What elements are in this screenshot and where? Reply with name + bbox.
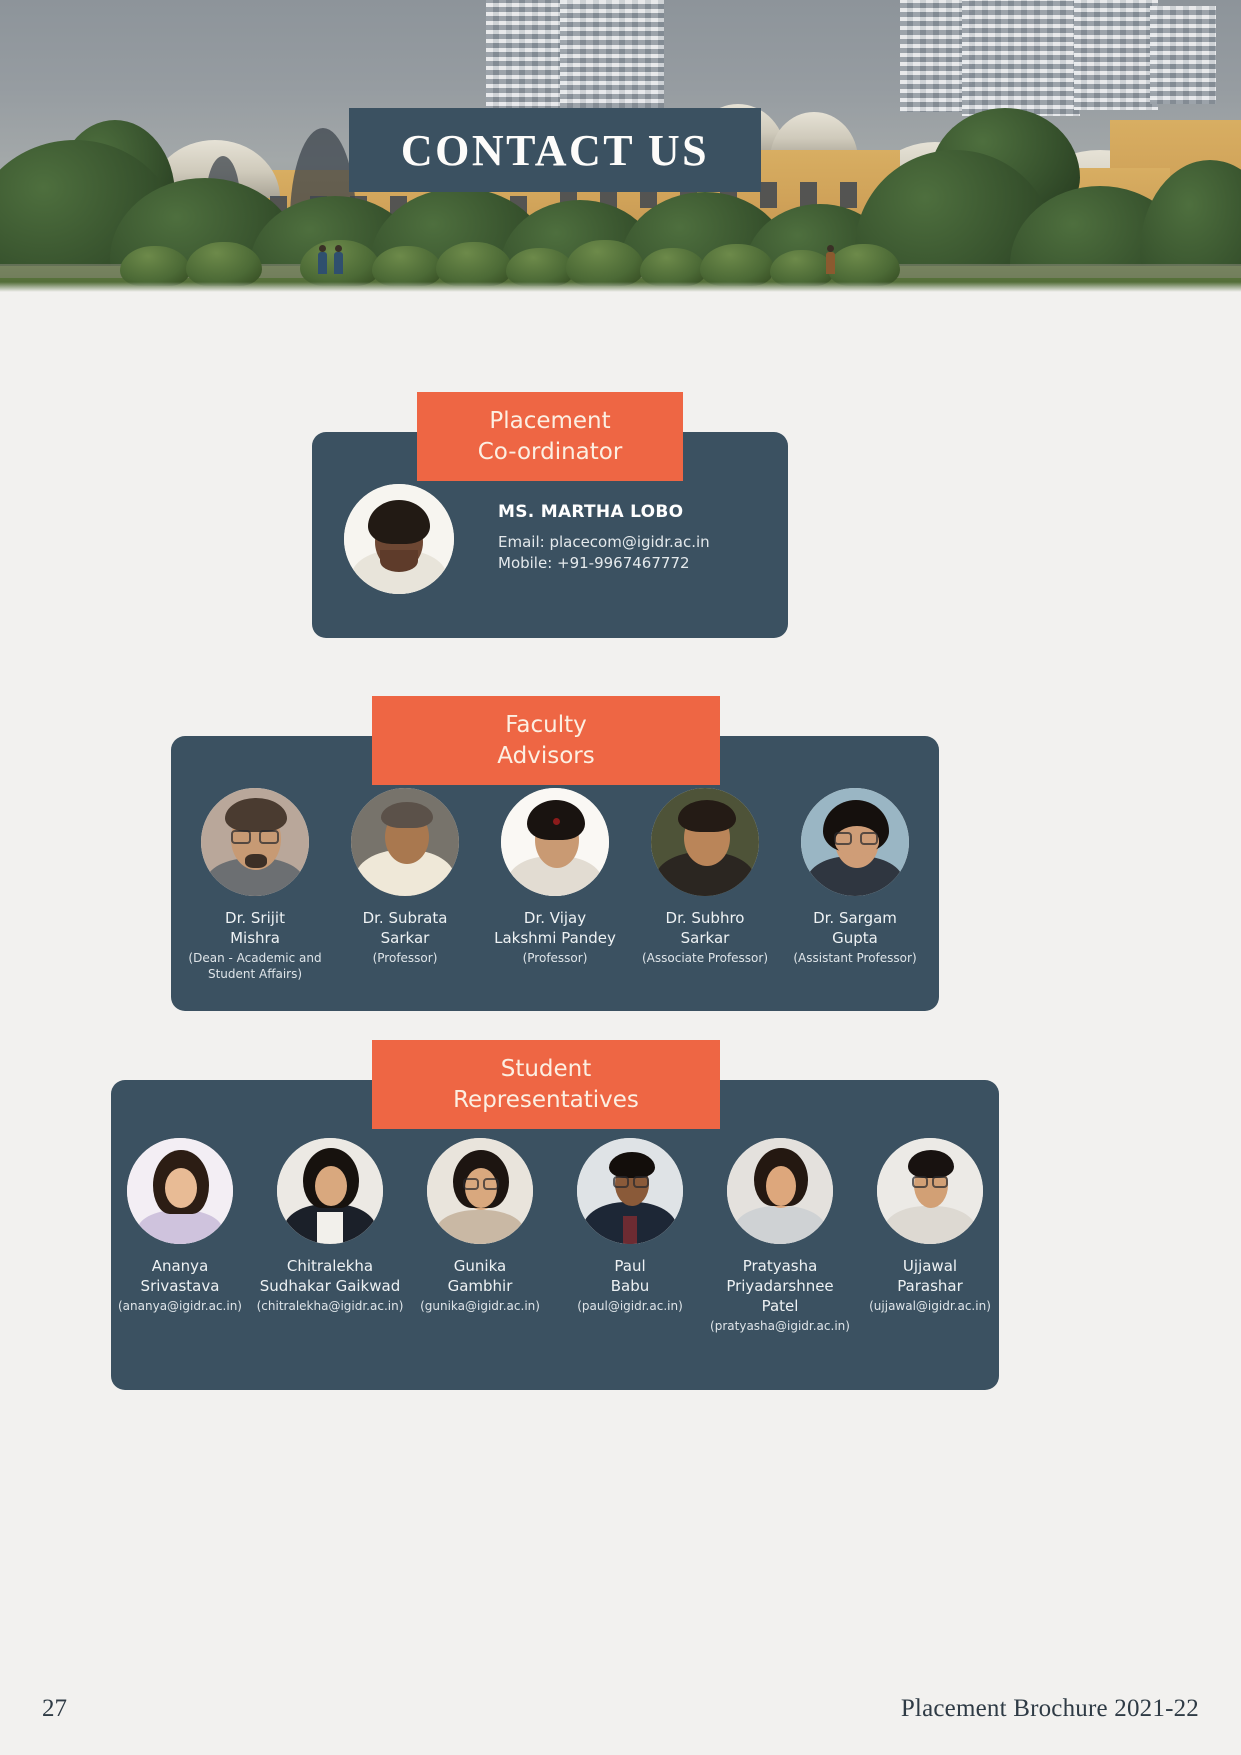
shrub bbox=[436, 242, 512, 286]
avatar bbox=[801, 788, 909, 896]
student-representative-name: Pratyasha Priyadarshnee Patel bbox=[726, 1257, 834, 1315]
avatar bbox=[501, 788, 609, 896]
hero-fade bbox=[0, 282, 1241, 292]
shrub bbox=[186, 242, 262, 286]
faculty-advisor-item: Dr. Sargam Gupta (Assistant Professor) bbox=[786, 788, 924, 982]
avatar bbox=[727, 1138, 833, 1244]
person-figure bbox=[334, 245, 343, 274]
student-representative-item: Gunika Gambhir (gunika@igidr.ac.in) bbox=[406, 1138, 554, 1334]
shrub bbox=[828, 244, 900, 286]
student-representative-email: (ananya@igidr.ac.in) bbox=[118, 1299, 242, 1313]
faculty-advisor-role: (Professor) bbox=[372, 951, 438, 965]
page-header-banner: CONTACT US bbox=[0, 0, 1241, 292]
student-representative-email: (paul@igidr.ac.in) bbox=[577, 1299, 683, 1313]
page-number: 27 bbox=[42, 1695, 67, 1722]
faculty-advisor-item: Dr. Srijit Mishra (Dean - Academic and S… bbox=[186, 788, 324, 982]
shrub bbox=[372, 246, 442, 286]
avatar bbox=[201, 788, 309, 896]
student-representative-name: Ujjawal Parashar bbox=[897, 1257, 963, 1295]
student-representative-email: (pratyasha@igidr.ac.in) bbox=[710, 1319, 850, 1333]
highrise-tower bbox=[962, 0, 1080, 116]
highrise-tower bbox=[1074, 0, 1158, 110]
student-representative-item: Chitralekha Sudhakar Gaikwad (chitralekh… bbox=[256, 1138, 404, 1334]
faculty-advisor-role: (Professor) bbox=[522, 951, 588, 965]
shrub bbox=[566, 240, 644, 286]
faculty-advisors-list: Dr. Srijit Mishra (Dean - Academic and S… bbox=[171, 788, 939, 982]
placement-coordinator-section: Placement Co-ordinator MS. MARTHA LOBO E… bbox=[0, 392, 1241, 652]
avatar bbox=[427, 1138, 533, 1244]
student-representative-email: (ujjawal@igidr.ac.in) bbox=[869, 1299, 991, 1313]
student-representative-name: Chitralekha Sudhakar Gaikwad bbox=[259, 1257, 401, 1295]
student-representative-email: (gunika@igidr.ac.in) bbox=[420, 1299, 540, 1313]
faculty-advisors-section: Faculty Advisors Dr. Srijit Mishra (Dean… bbox=[0, 696, 1241, 1026]
student-representative-name: Paul Babu bbox=[610, 1257, 650, 1295]
avatar bbox=[577, 1138, 683, 1244]
coordinator-email: Email: placecom@igidr.ac.in bbox=[498, 533, 710, 551]
shrub bbox=[770, 250, 834, 286]
faculty-advisor-name: Dr. Vijay Lakshmi Pandey bbox=[494, 909, 616, 947]
faculty-advisor-name: Dr. Sargam Gupta bbox=[813, 909, 897, 947]
faculty-advisor-role: (Dean - Academic and Student Affairs) bbox=[188, 951, 322, 981]
shrub bbox=[700, 244, 774, 286]
coordinator-name: MS. MARTHA LOBO bbox=[498, 502, 684, 522]
faculty-advisor-name: Dr. Subrata Sarkar bbox=[362, 909, 448, 947]
faculty-advisor-name: Dr. Subhro Sarkar bbox=[665, 909, 745, 947]
highrise-tower bbox=[900, 0, 972, 112]
faculty-advisor-item: Dr. Subhro Sarkar (Associate Professor) bbox=[636, 788, 774, 982]
page-title-plate: CONTACT US bbox=[349, 108, 761, 192]
avatar bbox=[344, 484, 454, 594]
avatar bbox=[277, 1138, 383, 1244]
faculty-advisor-item: Dr. Vijay Lakshmi Pandey (Professor) bbox=[486, 788, 624, 982]
student-representative-item: Pratyasha Priyadarshnee Patel (pratyasha… bbox=[706, 1138, 854, 1334]
student-representative-item: Ananya Srivastava (ananya@igidr.ac.in) bbox=[106, 1138, 254, 1334]
faculty-advisor-item: Dr. Subrata Sarkar (Professor) bbox=[336, 788, 474, 982]
student-representatives-list: Ananya Srivastava (ananya@igidr.ac.in) C… bbox=[111, 1138, 999, 1334]
faculty-advisor-role: (Associate Professor) bbox=[641, 951, 769, 965]
student-representative-item: Paul Babu (paul@igidr.ac.in) bbox=[556, 1138, 704, 1334]
faculty-advisors-banner: Faculty Advisors bbox=[372, 696, 720, 785]
faculty-advisors-card: Dr. Srijit Mishra (Dean - Academic and S… bbox=[171, 736, 939, 1011]
placement-coordinator-card: MS. MARTHA LOBO Email: placecom@igidr.ac… bbox=[312, 432, 788, 638]
student-representative-email: (chitralekha@igidr.ac.in) bbox=[256, 1299, 404, 1313]
student-representatives-card: Ananya Srivastava (ananya@igidr.ac.in) C… bbox=[111, 1080, 999, 1390]
shrub bbox=[506, 248, 574, 286]
shrub bbox=[120, 246, 190, 286]
shrub bbox=[640, 248, 706, 286]
page-footer: 27 Placement Brochure 2021-22 bbox=[0, 1695, 1241, 1723]
page-title: CONTACT US bbox=[400, 125, 710, 175]
highrise-tower bbox=[1150, 6, 1216, 104]
faculty-advisor-role: (Assistant Professor) bbox=[793, 951, 917, 965]
student-representative-item: Ujjawal Parashar (ujjawal@igidr.ac.in) bbox=[856, 1138, 1004, 1334]
avatar bbox=[127, 1138, 233, 1244]
person-figure bbox=[826, 245, 835, 274]
placement-coordinator-banner: Placement Co-ordinator bbox=[417, 392, 683, 481]
faculty-advisor-name: Dr. Srijit Mishra bbox=[225, 909, 285, 947]
student-representatives-section: Student Representatives Ananya Srivastav… bbox=[0, 1040, 1241, 1410]
person-figure bbox=[318, 245, 327, 274]
student-representative-name: Gunika Gambhir bbox=[447, 1257, 513, 1295]
student-representatives-banner: Student Representatives bbox=[372, 1040, 720, 1129]
avatar bbox=[351, 788, 459, 896]
coordinator-mobile: Mobile: +91-9967467772 bbox=[498, 554, 690, 572]
avatar bbox=[651, 788, 759, 896]
brochure-label: Placement Brochure 2021-22 bbox=[900, 1695, 1199, 1722]
student-representative-name: Ananya Srivastava bbox=[140, 1257, 220, 1295]
avatar bbox=[877, 1138, 983, 1244]
